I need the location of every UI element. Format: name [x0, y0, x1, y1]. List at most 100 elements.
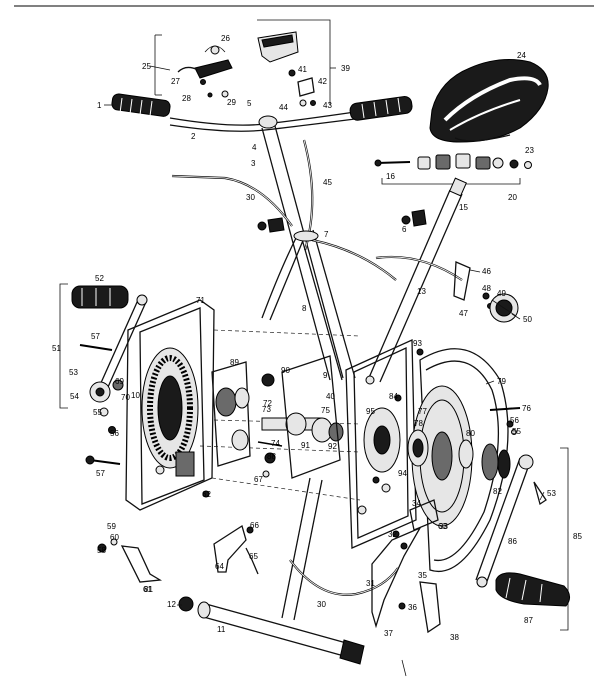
label-40: 40 [326, 392, 335, 401]
label-25: 25 [142, 62, 151, 71]
label-91: 91 [301, 441, 310, 450]
seat [429, 59, 549, 143]
label-27: 27 [171, 77, 180, 86]
label-15: 15 [459, 203, 468, 212]
label-4: 4 [252, 143, 257, 152]
left-grip [111, 93, 171, 117]
label-32: 32 [388, 530, 397, 539]
label-78: 78 [414, 419, 423, 428]
label-8: 8 [302, 304, 307, 313]
tension-knob-parts [453, 261, 519, 323]
label-33: 33 [439, 522, 448, 531]
label-82: 82 [493, 487, 502, 496]
label-61: 61 [143, 585, 152, 594]
label-50: 50 [523, 315, 532, 324]
label-84: 84 [389, 392, 398, 401]
label-31: 31 [366, 579, 375, 588]
handlebar-stem [171, 125, 344, 381]
label-66: 66 [250, 521, 259, 530]
label-93: 93 [413, 339, 422, 348]
label-13: 13 [417, 287, 426, 296]
label-45: 45 [323, 178, 332, 187]
label-34: 34 [412, 499, 421, 508]
label-39: 39 [341, 64, 350, 73]
label-37: 37 [384, 629, 393, 638]
meter-assembly [257, 19, 331, 107]
left-pedal-assembly [59, 283, 148, 465]
label-73: 73 [262, 405, 271, 414]
label-1: 1 [97, 101, 102, 110]
label-30a: 30 [246, 193, 255, 202]
label-63: 63 [438, 522, 447, 531]
label-42: 42 [318, 77, 327, 86]
label-60: 60 [110, 533, 119, 542]
base-stabilizer [178, 477, 399, 665]
label-62: 62 [202, 490, 211, 499]
label-23: 23 [525, 146, 534, 155]
right-grip [349, 96, 413, 121]
label-72: 72 [263, 399, 272, 408]
label-46: 46 [482, 267, 491, 276]
label-86: 86 [508, 537, 517, 546]
label-35: 35 [418, 571, 427, 580]
label-58: 58 [97, 546, 106, 555]
label-55a: 55 [93, 408, 102, 417]
brackets [97, 490, 441, 634]
adjustment-knobs [257, 209, 427, 233]
flywheel [407, 348, 521, 572]
label-90: 90 [281, 366, 290, 375]
label-52: 52 [95, 274, 104, 283]
label-44: 44 [279, 103, 288, 112]
label-28: 28 [182, 94, 191, 103]
label-57a: 57 [91, 332, 100, 341]
label-43: 43 [323, 101, 332, 110]
label-47: 47 [459, 309, 468, 318]
label-95: 95 [366, 407, 375, 416]
label-94: 94 [398, 469, 407, 478]
axle-parts [211, 355, 344, 479]
seat-hardware [374, 153, 532, 185]
label-75: 75 [321, 406, 330, 415]
right-frame-plate [345, 339, 424, 549]
label-30b: 30 [317, 600, 326, 609]
label-76: 76 [522, 404, 531, 413]
label-88: 88 [267, 452, 276, 461]
brake-lever-assembly [154, 34, 233, 98]
leader-lines [104, 65, 545, 677]
label-6: 6 [402, 225, 407, 234]
left-shroud [125, 299, 215, 511]
label-59: 59 [107, 522, 116, 531]
label-87: 87 [524, 616, 533, 625]
label-77: 77 [418, 407, 427, 416]
label-11: 11 [217, 625, 226, 634]
label-29: 29 [227, 98, 236, 107]
right-pedal-assembly [475, 447, 570, 631]
label-48: 48 [482, 284, 491, 293]
label-80: 80 [466, 429, 475, 438]
label-56a: 56 [110, 429, 119, 438]
main-frame [261, 177, 467, 383]
label-89: 89 [230, 358, 239, 367]
label-2: 2 [191, 132, 196, 141]
label-51: 51 [52, 344, 61, 353]
label-85: 85 [573, 532, 582, 541]
label-49: 49 [497, 289, 506, 298]
label-67: 67 [254, 475, 263, 484]
label-53b: 53 [547, 489, 556, 498]
label-9: 9 [323, 371, 328, 380]
label-57b: 57 [96, 469, 105, 478]
label-71: 71 [196, 296, 205, 305]
part-labels: 1 2 3 4 5 6 7 8 9 10 11 12 13 15 16 20 2… [52, 34, 582, 642]
label-79: 79 [497, 377, 506, 386]
label-12: 12 [167, 600, 176, 609]
label-41: 41 [298, 65, 307, 74]
label-56b: 56 [510, 416, 519, 425]
label-5: 5 [247, 99, 252, 108]
label-55b: 55 [512, 427, 521, 436]
label-36: 36 [408, 603, 417, 612]
label-16: 16 [386, 172, 395, 181]
label-81: 81 [144, 585, 153, 594]
handlebar-assembly [111, 93, 413, 132]
label-92: 92 [328, 442, 337, 451]
